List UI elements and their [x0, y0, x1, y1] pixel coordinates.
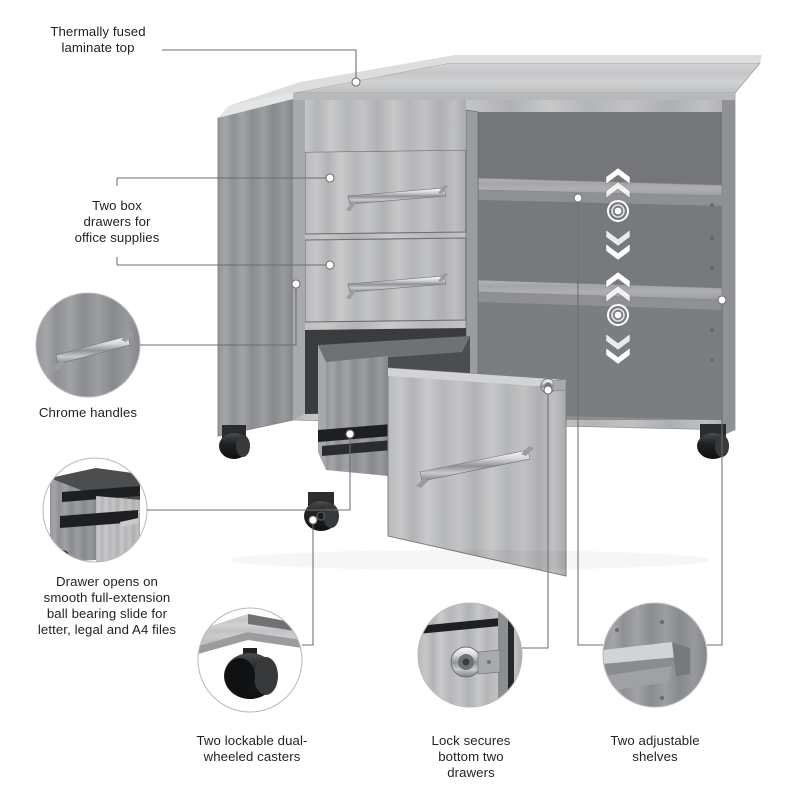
cabinet-body [217, 55, 762, 577]
leader-chrome-handles [140, 279, 301, 346]
shelf-indicator-lower [605, 271, 631, 365]
leader-lock [522, 385, 553, 649]
callout-label-chrome-handles: Chrome handles [38, 405, 138, 420]
leader-drawer-slide [147, 429, 355, 511]
detail-circle-chrome-handles [35, 292, 141, 398]
callout-label-lock: Lock secures bottom two drawers [431, 733, 511, 781]
leader-casters [302, 515, 318, 646]
caster-rear-left [219, 425, 250, 459]
callout-label-adjustable-shelves: Two adjustable shelves [610, 733, 700, 765]
leader-box-drawers [116, 173, 335, 270]
shelf-pin-holes [710, 203, 714, 362]
drawer-handle-top [346, 185, 448, 211]
caster-rear-right [697, 424, 729, 459]
drawer-handle-middle [346, 273, 448, 299]
open-file-drawer [318, 336, 567, 577]
open-drawer-handle [416, 446, 534, 488]
callout-label-box-drawers: Two box drawers for office supplies [74, 198, 160, 246]
callout-label-drawer-slide: Drawer opens on smooth full-extension ba… [37, 574, 177, 638]
detail-circle-adjustable-shelf [602, 602, 708, 708]
detail-circle-lock [417, 602, 523, 708]
shelf-indicator-upper [605, 167, 631, 261]
detail-circle-caster [197, 607, 303, 713]
leader-adjustable-shelves [573, 193, 727, 646]
detail-circle-drawer-slide [42, 457, 148, 563]
leader-lines [116, 49, 727, 649]
callout-label-casters: Two lockable dual- wheeled casters [196, 733, 308, 765]
leader-laminate-top [162, 49, 361, 87]
callout-label-laminate-top: Thermally fused laminate top [50, 24, 146, 56]
caster-front-left [304, 492, 339, 531]
